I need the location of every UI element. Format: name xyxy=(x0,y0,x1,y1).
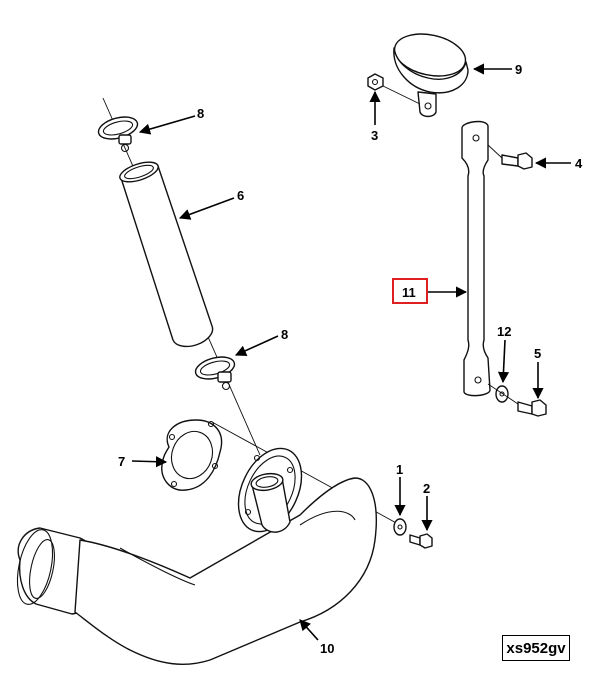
reference-code-label: xs952gv xyxy=(502,635,570,661)
callout-11-highlight-box xyxy=(392,278,428,304)
leader-8-lower xyxy=(234,335,279,356)
support-strap-part-11 xyxy=(461,120,491,397)
nut-axis-line xyxy=(382,85,421,105)
elbow-pipe-part-10 xyxy=(16,447,377,665)
washer-part-12 xyxy=(495,385,509,403)
bolt-part-4 xyxy=(501,152,533,170)
bolt-part-5 xyxy=(517,399,547,417)
leader-10 xyxy=(299,619,319,641)
washer-part-1 xyxy=(393,518,407,536)
callout-12: 12 xyxy=(497,324,511,339)
bolt4-axis-line xyxy=(487,144,503,159)
callout-3: 3 xyxy=(371,128,378,143)
callout-5: 5 xyxy=(534,346,541,361)
bolt5-axis-line xyxy=(487,383,519,405)
leader-7 xyxy=(131,456,168,468)
flange-gasket-part-7 xyxy=(161,419,223,491)
hose-clamp-upper-part-8 xyxy=(97,116,139,153)
bolt-part-2 xyxy=(409,533,433,549)
callout-10: 10 xyxy=(320,641,334,656)
leader-12 xyxy=(497,339,510,384)
callout-1: 1 xyxy=(396,462,403,477)
callout-6: 6 xyxy=(237,188,244,203)
callout-8-upper: 8 xyxy=(197,106,204,121)
tube-part-6 xyxy=(119,161,214,348)
leader-6 xyxy=(178,197,235,220)
callout-4: 4 xyxy=(575,156,583,171)
callout-2: 2 xyxy=(423,481,430,496)
strap-clamp-part-9 xyxy=(393,33,469,118)
callout-8-lower: 8 xyxy=(281,327,288,342)
callout-7: 7 xyxy=(118,454,125,469)
nut-part-3 xyxy=(367,73,384,91)
hose-clamp-lower-part-8 xyxy=(194,356,236,391)
callout-11: 11 xyxy=(402,285,416,300)
callout-9: 9 xyxy=(515,62,522,77)
leader-8-upper xyxy=(138,115,196,135)
